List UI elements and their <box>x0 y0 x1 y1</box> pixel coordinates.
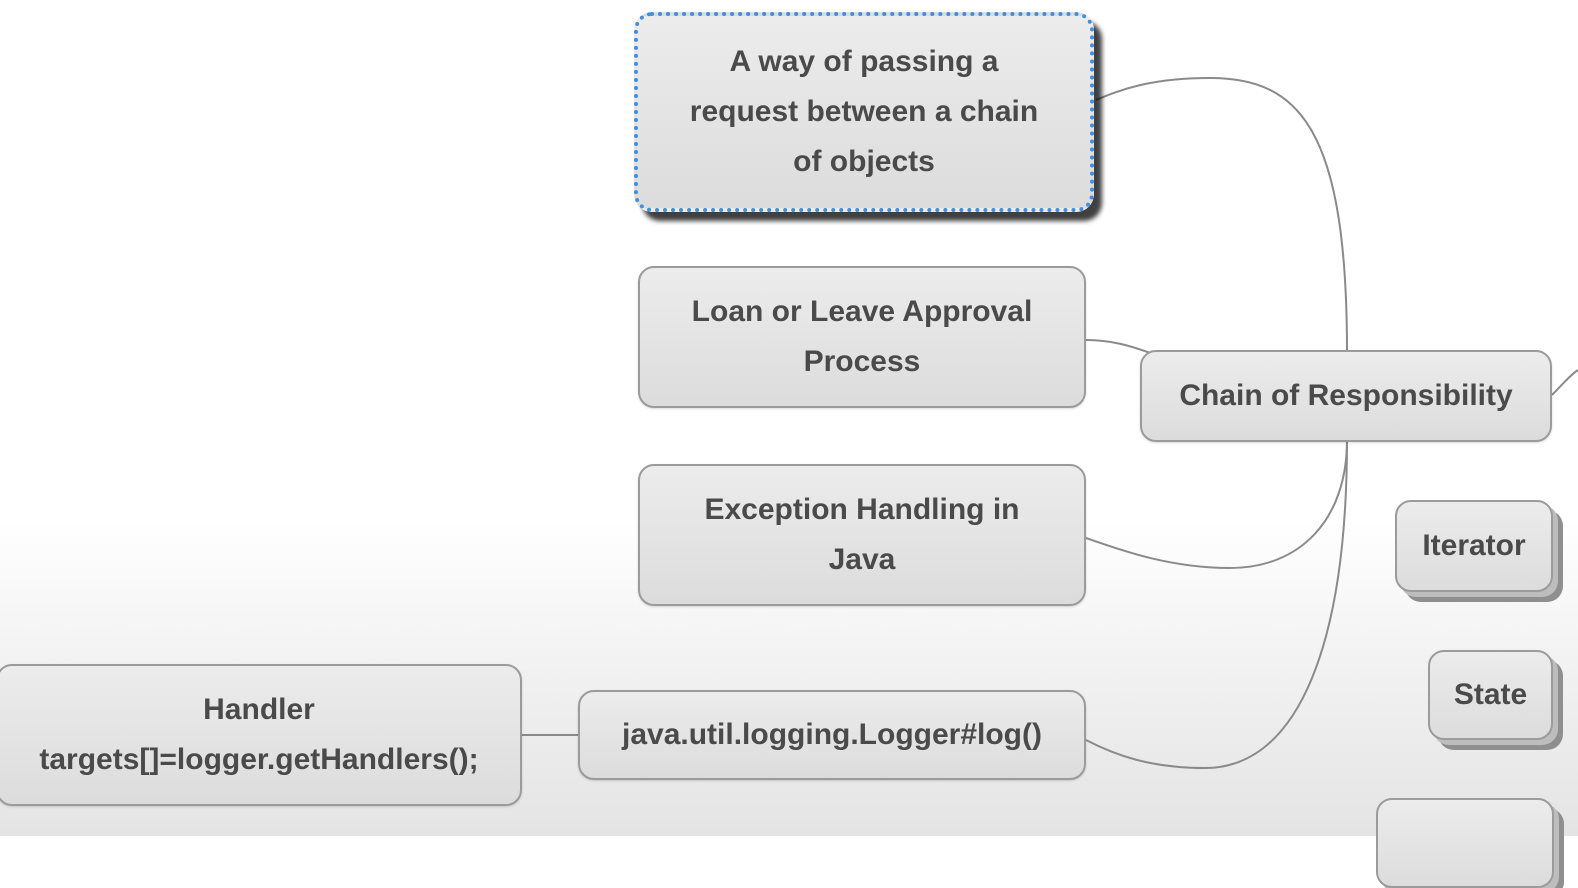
node-state[interactable]: State <box>1428 650 1553 740</box>
node-loan-approval[interactable]: Loan or Leave Approval Process <box>638 266 1086 408</box>
node-exception-line-2: Java <box>828 543 896 576</box>
node-definition[interactable]: A way of passing a request between a cha… <box>634 12 1094 212</box>
node-partial-bottom[interactable] <box>1376 798 1554 888</box>
node-handler-line-1: Handler <box>203 693 315 726</box>
node-central-label: Chain of Responsibility <box>1179 379 1513 412</box>
node-loan-line-1: Loan or Leave Approval <box>691 295 1033 328</box>
connector-parent <box>1551 369 1578 396</box>
node-definition-line-2: request between a chain <box>689 95 1039 128</box>
node-logger-label: java.util.logging.Logger#log() <box>622 718 1042 751</box>
connector-lines <box>522 76 1578 770</box>
connector-logger <box>1085 439 1348 770</box>
connector-definition <box>1095 76 1348 353</box>
connector-exception <box>1085 439 1348 570</box>
node-handler[interactable]: Handler targets[]=logger.getHandlers(); <box>0 664 522 806</box>
node-definition-line-3: of objects <box>793 145 935 178</box>
node-iterator[interactable]: Iterator <box>1395 500 1553 592</box>
node-logger[interactable]: java.util.logging.Logger#log() <box>578 690 1086 780</box>
node-chain-of-responsibility[interactable]: Chain of Responsibility <box>1140 350 1552 442</box>
node-exception-line-1: Exception Handling in <box>704 493 1020 526</box>
node-definition-line-1: A way of passing a <box>729 45 999 78</box>
node-iterator-label: Iterator <box>1422 529 1526 562</box>
node-state-label: State <box>1453 678 1528 711</box>
node-loan-line-2: Process <box>803 345 921 378</box>
node-exception-handling[interactable]: Exception Handling in Java <box>638 464 1086 606</box>
node-handler-line-2: targets[]=logger.getHandlers(); <box>39 743 479 776</box>
